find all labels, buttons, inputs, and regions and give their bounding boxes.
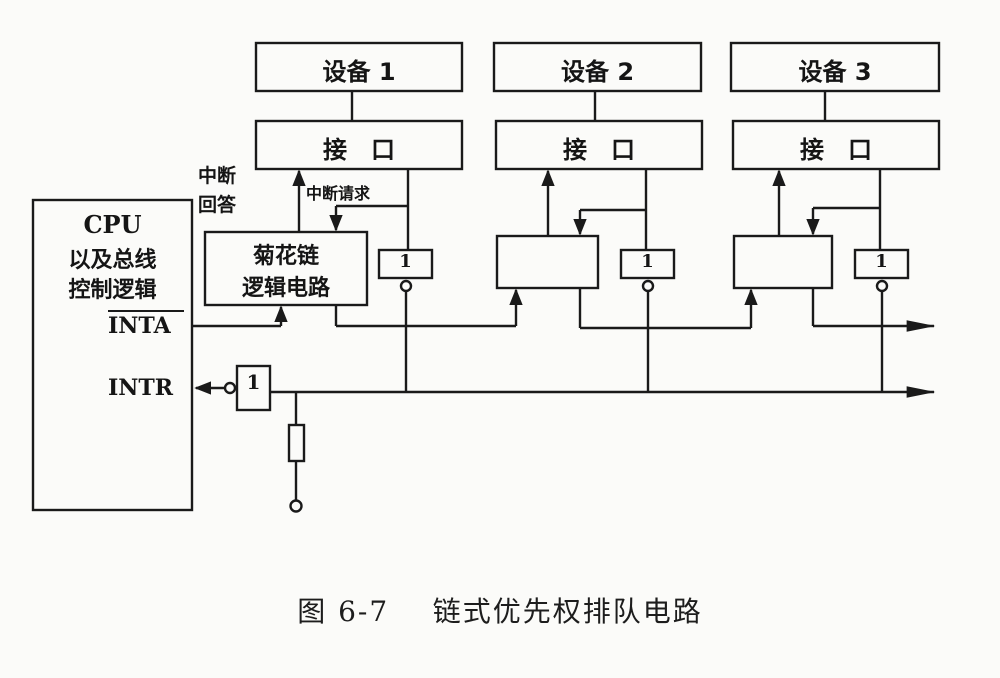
oc-gate-2 [619, 248, 676, 280]
interface-box-3 [731, 119, 941, 171]
interrupt-ack-label-line2: 回答 [198, 194, 237, 216]
interface-label-3: 接 口 [800, 136, 872, 164]
device-label-3: 设备 3 [798, 58, 872, 86]
intr-buffer-gate [235, 364, 272, 412]
daisy-chain-logic-box-3 [732, 234, 834, 290]
interface-label-2: 接 口 [563, 136, 635, 164]
cpu-label-line2: 以及总线 [68, 248, 157, 273]
interrupt-ack-label-line1: 中断 [198, 165, 237, 187]
device-box-3 [729, 41, 941, 93]
interface-box-1 [254, 119, 464, 171]
intr-signal-label: INTR [108, 375, 174, 401]
buffer-gate-symbol: 1 [246, 370, 261, 394]
oc-gate-1-symbol: 1 [399, 251, 412, 272]
oc-gate-3-symbol: 1 [875, 251, 888, 272]
daisy-chain-logic-box-1 [203, 230, 369, 307]
daisy-chain-label-line2: 逻辑电路 [241, 276, 330, 301]
daisy-chain-label-line1: 菊花链 [252, 244, 319, 269]
interface-box-2 [494, 119, 704, 171]
device-label-2: 设备 2 [560, 58, 635, 86]
figure-caption: 图 6-7 链式优先权排队电路 [297, 595, 703, 628]
cpu-bus-control-box [31, 198, 194, 512]
pull-up-resistor [287, 423, 306, 463]
inta-signal-label: INTA [108, 313, 171, 339]
oc-gate-3 [853, 248, 910, 280]
oc-gate-1 [377, 248, 434, 280]
cpu-label: CPU [83, 210, 142, 239]
interface-label-1: 接 口 [323, 136, 395, 164]
device-label-1: 设备 1 [322, 58, 396, 86]
device-box-1 [254, 41, 464, 93]
cpu-label-line3: 控制逻辑 [68, 278, 157, 303]
oc-gate-2-symbol: 1 [641, 251, 654, 272]
interrupt-request-label: 中断请求 [306, 184, 371, 203]
daisy-chain-logic-box-2 [495, 234, 600, 290]
device-box-2 [492, 41, 703, 93]
